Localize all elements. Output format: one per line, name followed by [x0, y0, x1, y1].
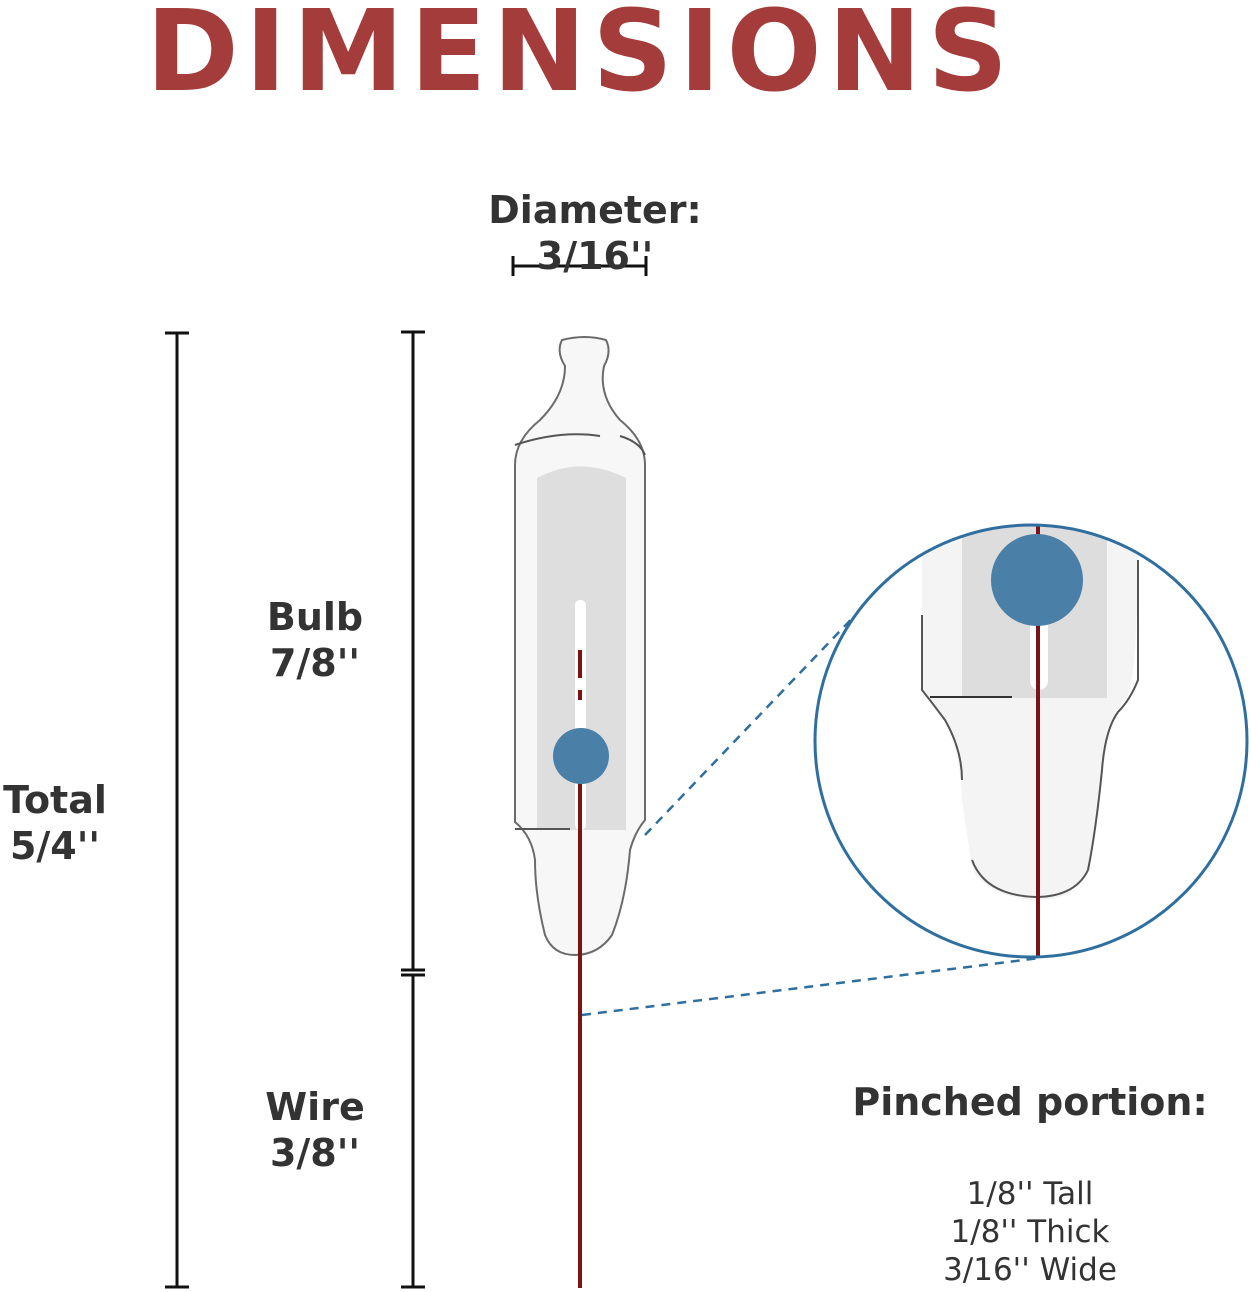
bulb-size: 7/8'' — [269, 640, 361, 685]
diameter-bracket — [511, 256, 648, 276]
total-bracket — [165, 331, 189, 1289]
bulb-bracket — [401, 330, 425, 972]
bulb-name: Bulb — [266, 595, 364, 639]
page-title: DIMENSIONS — [145, 0, 1015, 117]
wire-size: 3/8'' — [269, 1130, 361, 1175]
wire-label: Wire 3/8'' — [250, 1085, 380, 1176]
bulb-label: Bulb 7/8'' — [250, 595, 380, 686]
wire-name: Wire — [265, 1085, 365, 1129]
pinched-spec-thick: 1/8'' Thick — [950, 1214, 1110, 1250]
zoom-callout-lines — [581, 607, 1041, 1017]
filament-dot — [553, 728, 609, 784]
diameter-label: Diameter: 3/16'' — [488, 188, 702, 278]
total-label: Total 5/4'' — [0, 778, 110, 869]
pinched-heading: Pinched portion: — [852, 1080, 1208, 1124]
total-size: 5/4'' — [9, 823, 101, 868]
wire-bracket — [401, 973, 425, 1289]
total-name: Total — [3, 778, 107, 822]
zoom-inset — [813, 523, 1249, 959]
pinched-spec-tall: 1/8'' Tall — [966, 1176, 1094, 1212]
pinched-spec-wide: 3/16'' Wide — [943, 1252, 1117, 1288]
